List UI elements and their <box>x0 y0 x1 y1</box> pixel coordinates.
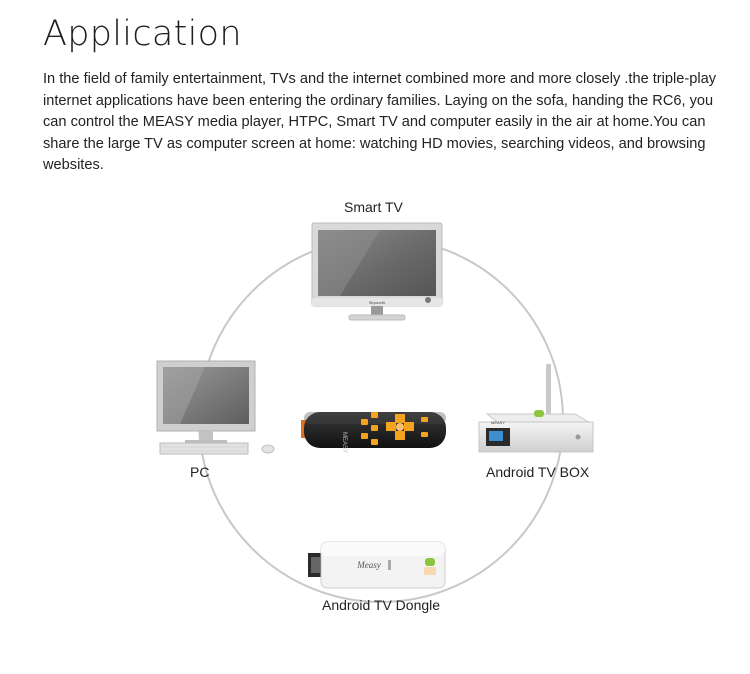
remote-brand-text: MEASY <box>341 432 347 453</box>
android-tv-dongle-label: Android TV Dongle <box>322 597 441 613</box>
android-tv-box-icon: MEASY <box>478 364 594 453</box>
box-brand-text: MEASY <box>491 420 505 425</box>
pc-icon <box>156 360 275 455</box>
pc-label: PC <box>190 464 210 480</box>
page-title: Application <box>43 14 242 54</box>
android-tv-box-label: Android TV BOX <box>486 464 590 480</box>
dongle-brand-text: Measy <box>356 560 381 570</box>
remote-rc6-icon: MEASY <box>301 412 446 453</box>
description-paragraph: In the field of family entertainment, TV… <box>43 71 717 173</box>
android-tv-dongle-icon: Measy <box>308 541 446 589</box>
smart-tv-label: Smart TV <box>344 199 403 215</box>
tv-brand-text: Skyworth <box>369 300 385 305</box>
smart-tv-icon: Skyworth <box>311 222 443 321</box>
